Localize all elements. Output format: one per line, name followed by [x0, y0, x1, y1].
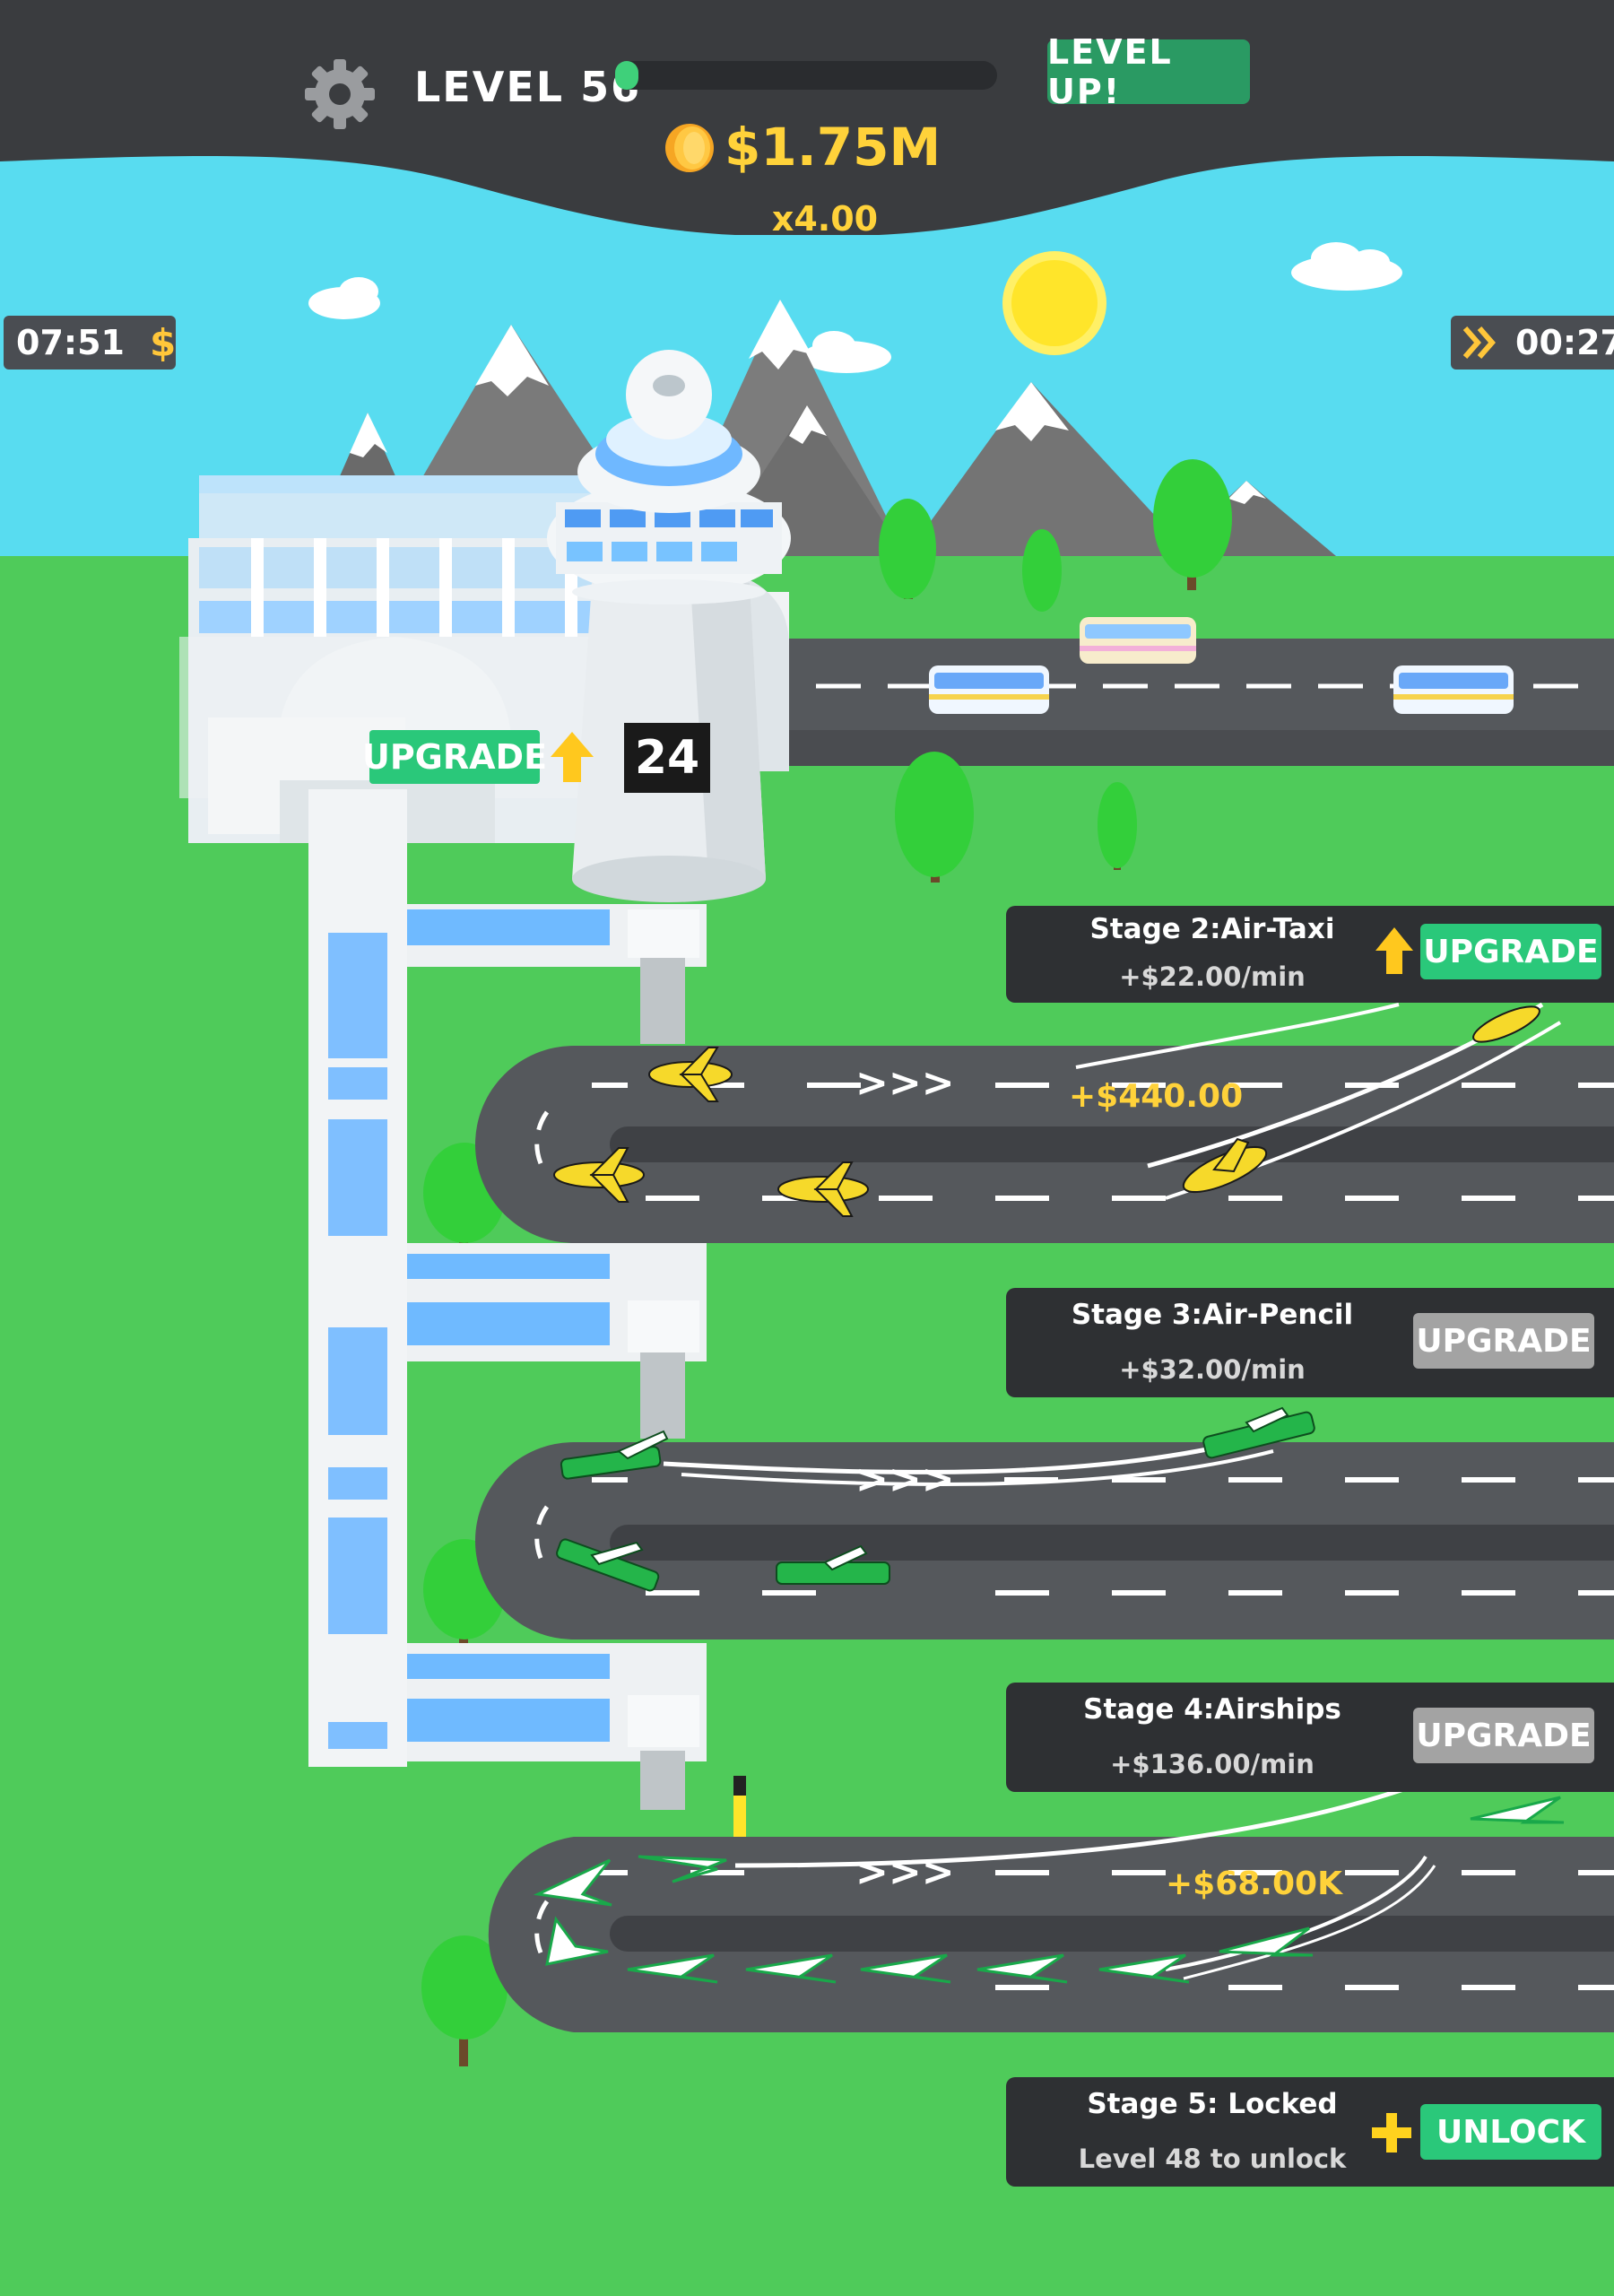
money-boost-timer[interactable]: 07:51 $	[4, 316, 176, 370]
plus-icon	[1372, 2113, 1411, 2152]
stage-income: +$136.00/min	[1110, 1749, 1315, 1779]
stage-income: +$22.00/min	[1119, 961, 1306, 992]
tree	[895, 752, 974, 883]
tree	[1098, 782, 1137, 870]
runway-stage-3: >>>	[475, 1436, 1614, 1639]
level-progress-bar	[615, 61, 997, 90]
stage-4-upgrade-button[interactable]: UPGRADE	[1413, 1708, 1594, 1763]
stage-unlock-requirement: Level 48 to unlock	[1078, 2144, 1347, 2174]
cloud	[308, 277, 380, 319]
tree	[879, 499, 936, 599]
level-up-button[interactable]: LEVEL UP!	[1047, 32, 1250, 111]
stage-5-unlock-button[interactable]: UNLOCK	[1420, 2104, 1601, 2160]
tree	[1153, 459, 1232, 590]
tower-level-count: 24	[624, 723, 710, 793]
speed-boost-time: 00:27	[1515, 323, 1614, 362]
fast-forward-icon	[1462, 326, 1496, 359]
speed-boost-timer[interactable]: 00:27	[1451, 316, 1614, 370]
tree	[421, 1935, 508, 2066]
cloud	[1291, 242, 1402, 291]
stage-income: +$32.00/min	[1119, 1354, 1306, 1385]
plane-air-pencil	[1202, 1406, 1315, 1459]
tree	[1022, 529, 1062, 612]
runway-stage-4: >>>	[488, 1782, 1614, 2032]
plane-air-taxi	[553, 1147, 645, 1203]
money-balance: $1.75M	[725, 117, 941, 178]
earning-popup: +$68.00K	[1166, 1866, 1342, 1902]
bus	[929, 665, 1049, 714]
income-multiplier: x4.00	[771, 199, 879, 239]
plane-air-taxi	[777, 1161, 869, 1217]
arrow-up-icon	[1375, 927, 1413, 974]
stage-2-upgrade-button[interactable]: UPGRADE	[1420, 924, 1601, 979]
level-label: LEVEL 56	[414, 63, 642, 111]
stage-panel-4: Stage 4:Airships +$136.00/min UPGRADE	[1006, 1683, 1614, 1792]
stage-panel-2: Stage 2:Air-Taxi +$22.00/min UPGRADE	[1006, 906, 1614, 1003]
svg-text:>>>: >>>	[855, 1060, 955, 1106]
dollar-icon: $	[149, 320, 177, 365]
plane-air-pencil	[776, 1544, 890, 1585]
stage-3-upgrade-button[interactable]: UPGRADE	[1413, 1313, 1594, 1369]
earning-popup: +$440.00	[1069, 1078, 1244, 1115]
gear-icon[interactable]	[303, 57, 377, 131]
stage-title: Stage 4:Airships	[1083, 1693, 1341, 1726]
coin-icon	[665, 124, 714, 172]
runway-stage-2: >>>	[475, 1002, 1614, 1243]
control-tower	[547, 350, 791, 902]
plane-air-taxi	[648, 1047, 733, 1102]
level-progress-fill	[615, 61, 638, 90]
bus	[1393, 665, 1514, 714]
walkway	[308, 789, 707, 1810]
plane-airship	[533, 1796, 1565, 1984]
cloud	[802, 331, 891, 373]
stage-title: Stage 5: Locked	[1087, 2088, 1338, 2120]
plane-air-pencil	[560, 1430, 669, 1480]
svg-text:>>>: >>>	[855, 1849, 955, 1895]
tower-upgrade-button[interactable]: UPGRADE	[362, 730, 547, 784]
bus	[1080, 617, 1196, 664]
money-boost-time: 07:51	[16, 323, 125, 362]
stage-title: Stage 2:Air-Taxi	[1089, 913, 1335, 945]
plane-air-taxi	[1472, 1005, 1540, 1043]
svg-text:>>>: >>>	[855, 1457, 955, 1502]
plane-air-taxi	[1182, 1137, 1268, 1194]
plane-air-pencil	[556, 1538, 660, 1592]
stage-title: Stage 3:Air-Pencil	[1071, 1299, 1354, 1331]
arrow-up-icon	[551, 732, 594, 782]
stage-panel-3: Stage 3:Air-Pencil +$32.00/min UPGRADE	[1006, 1288, 1614, 1397]
stage-panel-5: Stage 5: Locked Level 48 to unlock UNLOC…	[1006, 2077, 1614, 2187]
